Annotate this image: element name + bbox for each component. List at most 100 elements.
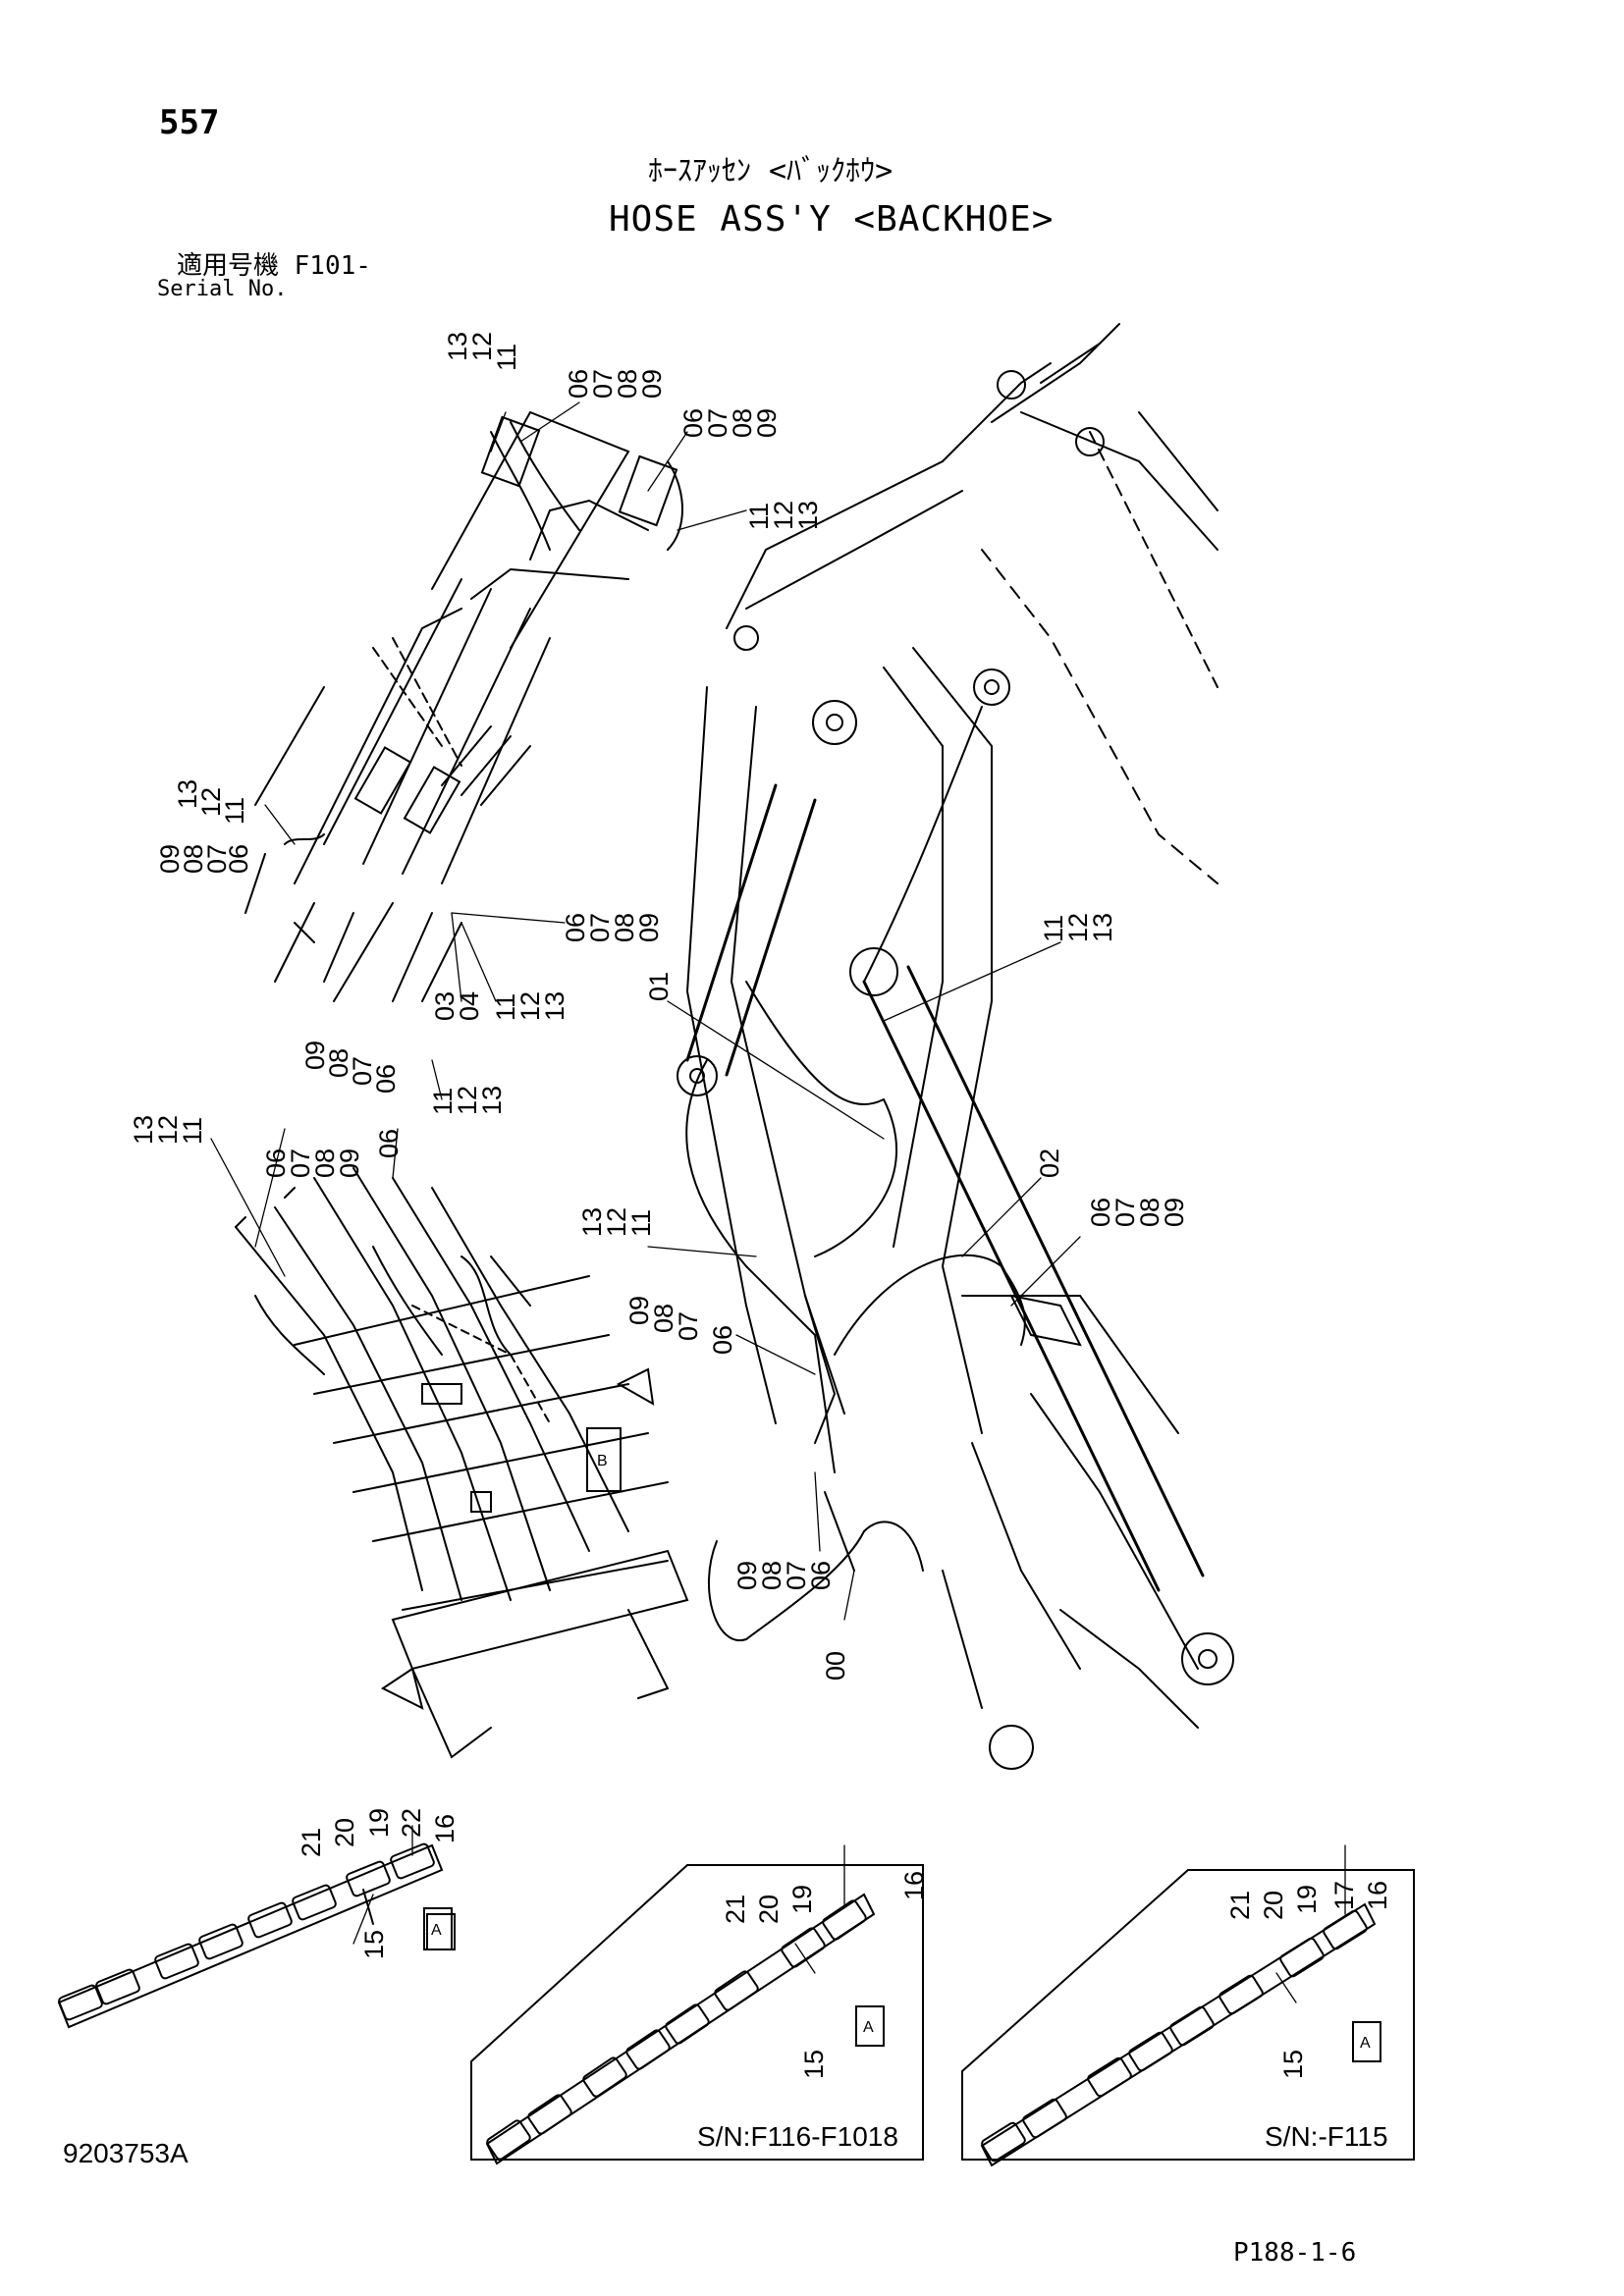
callout-03: 03 xyxy=(430,991,460,1021)
callout-09: 09 xyxy=(155,844,185,874)
callout-07: 07 xyxy=(782,1561,811,1590)
svg-text:B: B xyxy=(597,1453,608,1469)
callout-07: 07 xyxy=(202,844,232,874)
callout-15: 15 xyxy=(1278,2050,1308,2079)
callout-16: 16 xyxy=(430,1814,460,1843)
serial-label-japanese: 適用号機 F101- xyxy=(177,251,371,281)
callout-07: 07 xyxy=(1110,1198,1140,1227)
leader-lines xyxy=(210,401,1346,2003)
callout-12: 12 xyxy=(769,501,798,530)
view-marker-a-right: A xyxy=(1352,2021,1381,2062)
page-reference: P188-1-6 xyxy=(1233,2238,1357,2268)
callout-04: 04 xyxy=(455,991,484,1021)
callout-labels: 13 12 11 06 07 08 09 06 07 08 09 11 12 1… xyxy=(129,332,1392,2079)
callout-11: 11 xyxy=(626,1209,656,1237)
callout-09: 09 xyxy=(1160,1198,1189,1227)
callout-08: 08 xyxy=(649,1304,678,1333)
callout-09: 09 xyxy=(300,1041,330,1070)
callout-01: 01 xyxy=(644,972,674,1001)
callout-09: 09 xyxy=(624,1296,654,1325)
view-arrow-a xyxy=(381,1667,424,1710)
callout-08: 08 xyxy=(324,1048,353,1078)
callout-11: 11 xyxy=(428,1088,458,1115)
document-number: 9203753A xyxy=(63,2138,189,2168)
callout-06: 06 xyxy=(561,913,590,942)
callout-07: 07 xyxy=(286,1148,315,1178)
callout-06: 06 xyxy=(1086,1198,1115,1227)
callout-11: 11 xyxy=(491,993,520,1021)
callout-13: 13 xyxy=(173,779,202,809)
callout-06: 06 xyxy=(564,369,593,399)
callout-13: 13 xyxy=(443,332,472,361)
callout-13: 13 xyxy=(577,1207,607,1237)
callout-08: 08 xyxy=(613,369,642,399)
callout-13: 13 xyxy=(129,1115,158,1145)
callout-08: 08 xyxy=(610,913,639,942)
callout-12: 12 xyxy=(153,1115,183,1145)
boom-structure-drawing xyxy=(677,323,1234,1770)
callout-07: 07 xyxy=(585,913,615,942)
callout-09: 09 xyxy=(335,1148,364,1178)
callout-09: 09 xyxy=(732,1561,762,1590)
callout-22: 22 xyxy=(397,1808,426,1838)
callout-06: 06 xyxy=(371,1064,401,1094)
svg-text:A: A xyxy=(863,2019,874,2036)
callout-12: 12 xyxy=(602,1207,631,1237)
serial-range-label-middle: S/N:F116-F1018 xyxy=(697,2121,898,2152)
callout-11: 11 xyxy=(178,1117,207,1145)
callout-12: 12 xyxy=(196,787,226,817)
callout-11: 11 xyxy=(1039,915,1068,942)
callout-19: 19 xyxy=(1292,1885,1322,1914)
clamp-row-middle xyxy=(470,1864,924,2165)
callout-06: 06 xyxy=(374,1129,404,1158)
callout-06: 06 xyxy=(678,408,708,438)
callout-21: 21 xyxy=(1225,1891,1255,1920)
callout-02: 02 xyxy=(1035,1148,1064,1178)
callout-21: 21 xyxy=(297,1828,326,1857)
view-marker-b: B xyxy=(586,1427,622,1492)
callout-07: 07 xyxy=(348,1056,377,1086)
callout-08: 08 xyxy=(757,1561,786,1590)
callout-19: 19 xyxy=(787,1885,817,1914)
callout-09: 09 xyxy=(752,408,782,438)
page-number: 557 xyxy=(159,103,220,142)
callout-12: 12 xyxy=(453,1086,482,1115)
callout-21: 21 xyxy=(721,1895,750,1924)
callout-08: 08 xyxy=(1135,1198,1164,1227)
callout-13: 13 xyxy=(540,991,569,1021)
callout-12: 12 xyxy=(1063,913,1093,942)
callout-06: 06 xyxy=(261,1148,291,1178)
upper-detail-view xyxy=(244,410,683,1002)
callout-17: 17 xyxy=(1329,1881,1359,1910)
title-english: HOSE ASS'Y <BACKHOE> xyxy=(609,199,1055,240)
view-marker-a-middle: A xyxy=(855,2005,885,2047)
lower-detail-view xyxy=(235,1167,689,1759)
callout-13: 13 xyxy=(793,501,823,530)
callout-16: 16 xyxy=(899,1871,929,1900)
callout-15: 15 xyxy=(359,1930,389,1959)
serial-label-english: Serial No. xyxy=(157,277,288,301)
svg-text:A: A xyxy=(431,1922,442,1939)
callout-20: 20 xyxy=(754,1895,784,1924)
title-japanese: ﾎｰｽｱｯｾﾝ <ﾊﾞｯｸﾎｳ> xyxy=(648,154,893,188)
view-marker-a-left: A xyxy=(423,1907,453,1950)
callout-00: 00 xyxy=(821,1651,850,1681)
callout-20: 20 xyxy=(330,1818,359,1847)
callout-13: 13 xyxy=(1088,913,1117,942)
callout-11: 11 xyxy=(220,797,249,825)
callout-20: 20 xyxy=(1259,1891,1288,1920)
serial-range-label-right: S/N:-F115 xyxy=(1265,2121,1388,2152)
callout-16: 16 xyxy=(1363,1881,1392,1910)
callout-08: 08 xyxy=(310,1148,340,1178)
svg-text:A: A xyxy=(1360,2035,1371,2052)
callout-11: 11 xyxy=(744,503,774,530)
callout-09: 09 xyxy=(637,369,667,399)
callout-07: 07 xyxy=(588,369,618,399)
callout-07: 07 xyxy=(703,408,732,438)
callout-06: 06 xyxy=(806,1561,836,1590)
view-arrow-b xyxy=(616,1367,655,1406)
callout-12: 12 xyxy=(515,991,545,1021)
callout-11: 11 xyxy=(492,344,521,371)
callout-08: 08 xyxy=(179,844,208,874)
